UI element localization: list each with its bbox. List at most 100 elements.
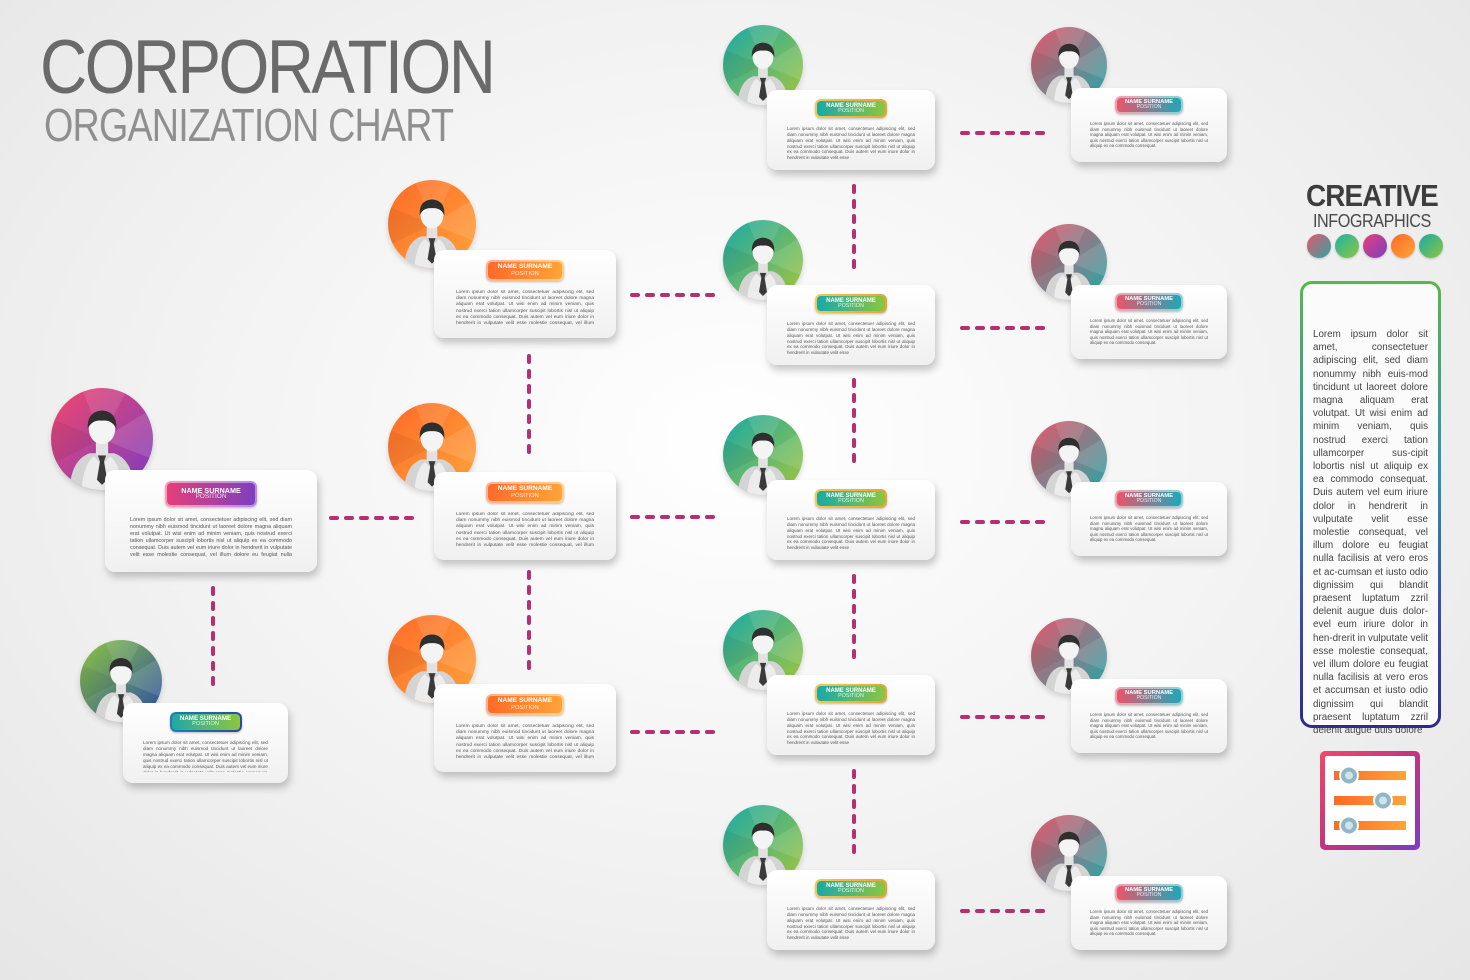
avatar [80,640,162,722]
person-position: POSITION [195,493,227,501]
person-position: POSITION [1136,301,1162,308]
avatar [723,25,803,105]
person-icon [723,25,803,105]
card-description: Lorem ipsum dolor sit amet, consectetuer… [143,740,268,772]
avatar [1031,27,1107,103]
person-position: POSITION [838,497,864,504]
person-position: POSITION [838,692,864,699]
color-swatch-5 [1419,234,1443,258]
person-name: NAME SURNAME [181,485,241,495]
card-description: Lorem ipsum dolor sit amet, consectetuer… [787,516,915,549]
slider-track-1 [1334,771,1406,780]
card-description: Lorem ipsum dolor sit amet, consectetuer… [456,512,594,548]
person-position: POSITION [838,887,864,894]
person-position: POSITION [1136,498,1162,505]
color-swatch-2 [1335,234,1359,258]
color-swatch-1 [1307,234,1331,258]
person-name: NAME SURNAME [826,102,876,109]
person-icon [388,403,476,491]
page-subtitle: ORGANIZATION CHART [44,99,454,151]
card-description: Lorem ipsum dolor sit amet, consectetuer… [1090,712,1208,740]
page-title: CORPORATION [40,25,496,110]
card-description: Lorem ipsum dolor sit amet, consectetuer… [787,906,915,939]
card-description: Lorem ipsum dolor sit amet, consectetuer… [787,711,915,744]
person-position: POSITION [838,302,864,309]
person-name: NAME SURNAME [826,882,876,889]
person-name: NAME SURNAME [497,485,553,492]
person-name: NAME SURNAME [1125,296,1173,303]
description-text: Lorem ipsum dolor sit amet, consectetuer… [1313,329,1428,737]
person-position: POSITION [838,107,864,114]
card-description: Lorem ipsum dolor sit amet, consectetuer… [1090,318,1208,346]
brand-subtitle: INFOGRAPHICS [1313,211,1431,231]
description-panel-body: Lorem ipsum dolor sit amet, consectetuer… [1303,284,1438,736]
card-description: Lorem ipsum dolor sit amet, consectetuer… [456,724,594,760]
avatar [388,403,476,491]
person-position: POSITION [192,721,219,728]
slider-track-2 [1334,796,1406,805]
avatar [723,805,803,885]
person-name: NAME SURNAME [179,714,232,722]
person-icon [80,640,162,722]
person-name: NAME SURNAME [1125,690,1173,697]
person-position: POSITION [1136,104,1162,111]
person-icon [723,805,803,885]
person-name: NAME SURNAME [826,492,876,499]
person-position: POSITION [1136,892,1162,899]
person-icon [1031,27,1107,103]
color-swatch-3 [1363,234,1387,258]
person-name: NAME SURNAME [1125,887,1173,894]
settings-sliders-icon-body [1325,756,1415,845]
person-name: NAME SURNAME [497,263,553,270]
card-description: Lorem ipsum dolor sit amet, consectetuer… [1090,909,1208,937]
card-description: Lorem ipsum dolor sit amet, consectetuer… [1090,515,1208,543]
card-description: Lorem ipsum dolor sit amet, consectetuer… [787,126,915,159]
person-position: POSITION [1136,695,1162,702]
description-panel: Lorem ipsum dolor sit amet, consectetuer… [1300,281,1441,736]
person-position: POSITION [511,704,539,711]
sliders-icon [1334,765,1406,836]
settings-sliders-icon[interactable] [1320,751,1420,850]
person-position: POSITION [511,492,539,499]
person-name: NAME SURNAME [1125,493,1173,500]
card-description: Lorem ipsum dolor sit amet, consectetuer… [1090,121,1208,149]
slider-track-3 [1334,821,1406,830]
card-description: Lorem ipsum dolor sit amet, consectetuer… [787,321,915,354]
person-name: NAME SURNAME [497,697,553,704]
